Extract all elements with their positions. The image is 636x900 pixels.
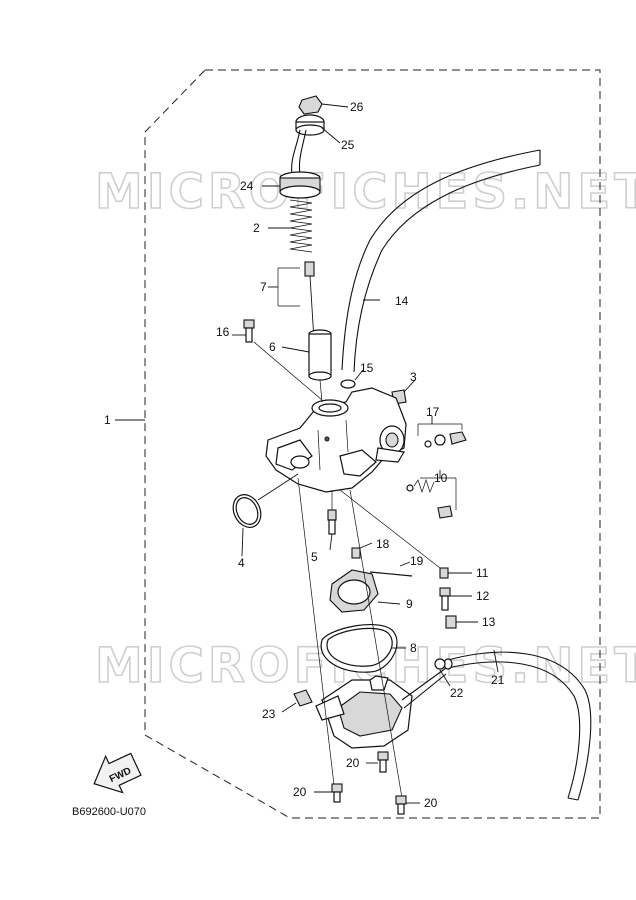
callout-13: 13 <box>482 615 496 629</box>
callout-7: 7 <box>260 280 267 294</box>
callout-20-a: 20 <box>346 756 360 770</box>
float-valve-part <box>351 542 373 559</box>
callout-6: 6 <box>269 340 276 354</box>
drawing-code: B692600-U070 <box>72 806 146 818</box>
callout-8: 8 <box>410 641 417 655</box>
callout-20-c: 20 <box>424 796 438 810</box>
o-ring-part <box>232 473 299 557</box>
bowl-screw-part-c <box>395 795 420 815</box>
leader-right-bowl <box>349 489 403 799</box>
float-pin-part <box>369 561 413 577</box>
nut-part <box>298 95 349 115</box>
leader-body-jets <box>339 489 441 569</box>
watermark-top: MICROFICHES.NET <box>95 164 636 220</box>
drain-clip-part <box>434 658 451 687</box>
chamber-top-part <box>262 171 321 199</box>
callout-26: 26 <box>350 100 364 114</box>
float-part <box>329 569 401 613</box>
needle-jet-part <box>439 587 472 611</box>
callout-23: 23 <box>262 707 276 721</box>
forward-arrow-icon: FWD <box>93 752 142 794</box>
callout-17: 17 <box>426 405 440 419</box>
pilot-screw-set-part <box>417 416 467 448</box>
callout-20-b: 20 <box>293 785 307 799</box>
pilot-jet-part <box>439 567 472 579</box>
drain-screw-part <box>281 689 313 713</box>
callout-16: 16 <box>216 325 230 339</box>
idle-screw-set-part <box>406 470 457 519</box>
throttle-valve-part <box>281 329 332 381</box>
throttle-spring-part <box>268 199 313 253</box>
fuel-hose-part <box>341 149 541 373</box>
callout-3: 3 <box>410 370 417 384</box>
callout-22: 22 <box>450 686 464 700</box>
callout-10: 10 <box>434 471 448 485</box>
hose-clip-part <box>340 369 364 389</box>
callout-1: 1 <box>104 413 111 427</box>
cap-part <box>295 114 341 144</box>
callout-24: 24 <box>240 179 254 193</box>
callout-18: 18 <box>376 537 390 551</box>
jet-needle-part <box>268 261 315 341</box>
float-bowl <box>315 667 447 749</box>
bowl-screw-part-a <box>366 751 389 773</box>
callout-5: 5 <box>311 550 318 564</box>
callout-14: 14 <box>395 294 409 308</box>
callout-21: 21 <box>491 673 505 687</box>
throttle-stop-screw-part <box>232 319 255 343</box>
callout-25: 25 <box>341 138 355 152</box>
callout-11: 11 <box>476 566 489 580</box>
leader-6 <box>319 379 323 403</box>
carburetor-body <box>265 387 407 493</box>
callout-19: 19 <box>410 554 424 568</box>
leader-16 <box>253 341 323 401</box>
assembly-boundary <box>144 69 601 819</box>
float-bowl-gasket-part <box>320 624 406 673</box>
plug-part <box>445 615 478 629</box>
bowl-screw-part-b <box>314 783 343 803</box>
main-jet-part <box>327 490 337 551</box>
callout-9: 9 <box>406 597 413 611</box>
leader-left-bowl <box>297 477 335 786</box>
callout-15: 15 <box>360 361 374 375</box>
callout-12: 12 <box>476 589 490 603</box>
callout-2: 2 <box>253 221 260 235</box>
callout-4: 4 <box>238 556 245 570</box>
drain-hose-part <box>443 649 592 801</box>
